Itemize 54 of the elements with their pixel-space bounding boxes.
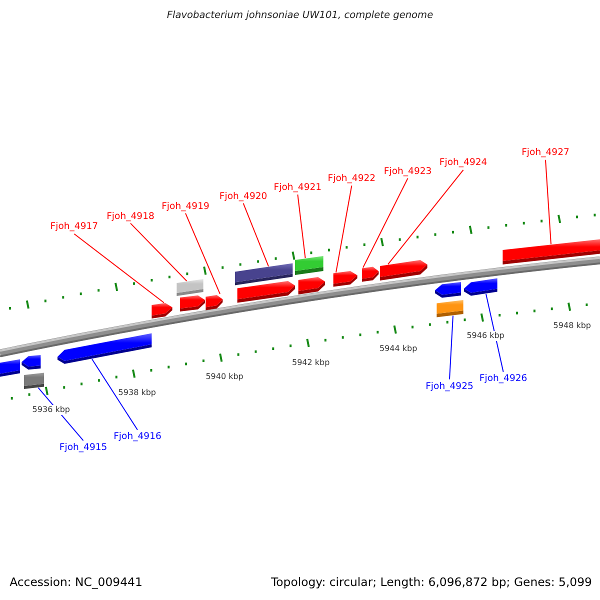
feature-block — [235, 263, 293, 286]
gene-label: Fjoh_4916 — [114, 431, 162, 442]
gene-label: Fjoh_4927 — [522, 147, 570, 158]
position-label: 5942 kbp — [292, 358, 330, 368]
gene-block — [362, 266, 379, 282]
gene-label: Fjoh_4924 — [439, 157, 488, 168]
gene-block — [180, 295, 205, 312]
leader-line — [388, 169, 464, 265]
feature-block — [24, 372, 44, 389]
gene-label: Fjoh_4926 — [479, 373, 528, 384]
gene-block — [206, 294, 223, 310]
gene-label: Fjoh_4922 — [328, 173, 376, 184]
position-label: 5944 kbp — [380, 344, 418, 354]
gene-label: Fjoh_4917 — [50, 221, 98, 232]
gene-label: Fjoh_4915 — [59, 442, 108, 454]
gene-bar — [0, 359, 20, 377]
gene-label: Fjoh_4921 — [274, 182, 322, 194]
leader-line — [185, 212, 220, 294]
position-label: 5946 kbp — [466, 331, 504, 342]
position-label: 5938 kbp — [118, 388, 156, 398]
position-label: 5948 kbp — [553, 321, 591, 332]
gene-bar — [502, 239, 600, 264]
position-label: 5936 kbp — [32, 404, 70, 415]
leader-line — [486, 294, 504, 372]
gene-label: Fjoh_4918 — [106, 210, 154, 222]
gene-label: Fjoh_4920 — [219, 190, 268, 202]
leader-line — [92, 358, 138, 430]
diagram-title: Flavobacterium johnsoniae UW101, complete genome — [166, 10, 434, 22]
feature-block — [295, 256, 324, 275]
feature-block — [176, 279, 204, 296]
leader-line — [449, 315, 454, 380]
gene-block — [237, 281, 295, 303]
gene-label: Fjoh_4925 — [426, 380, 474, 392]
gene-block — [58, 333, 152, 364]
gene-block — [464, 278, 498, 296]
leader-line — [336, 185, 352, 273]
accession-text: Accession: NC_009441 — [10, 574, 142, 589]
leader-line — [130, 222, 188, 282]
feature-block — [436, 300, 464, 318]
position-label: 5940 kbp — [206, 372, 244, 382]
leader-line — [74, 233, 164, 304]
gene-block — [435, 282, 461, 298]
genome-summary-text: Topology: circular; Length: 6,096,872 bp; Genes: 5,099 — [270, 574, 592, 589]
gene-block — [298, 277, 325, 294]
gene-block — [380, 260, 428, 280]
leader-line — [297, 194, 306, 259]
gene-label: Fjoh_4923 — [384, 166, 432, 177]
gene-label: Fjoh_4919 — [162, 200, 210, 212]
leader-line — [242, 202, 269, 267]
gene-block — [333, 270, 358, 287]
gene-block — [22, 355, 41, 370]
leader-line — [362, 178, 408, 268]
leader-line — [545, 159, 552, 245]
gene-block — [152, 303, 172, 318]
